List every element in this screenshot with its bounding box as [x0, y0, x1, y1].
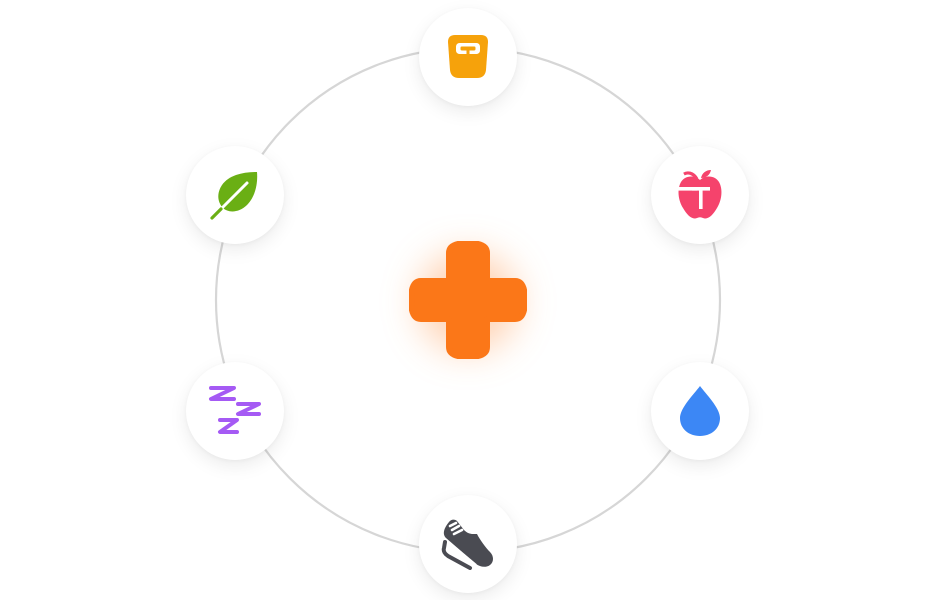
leaf-mindfulness-icon	[210, 172, 258, 220]
sleep-zzz-icon	[209, 386, 261, 434]
body-scale-icon	[448, 35, 488, 78]
health-hub[interactable]	[408, 240, 528, 360]
apple-nutrition-icon	[675, 170, 722, 219]
category-activity[interactable]	[419, 495, 517, 593]
category-sleep[interactable]	[186, 362, 284, 460]
sneaker-activity-icon	[441, 519, 493, 570]
water-drop-icon	[680, 386, 720, 436]
category-hydration[interactable]	[651, 362, 749, 460]
category-mindfulness[interactable]	[186, 146, 284, 244]
health-cross-icon	[409, 241, 527, 359]
category-nutrition[interactable]	[651, 146, 749, 244]
category-body-measurements[interactable]	[419, 8, 517, 106]
